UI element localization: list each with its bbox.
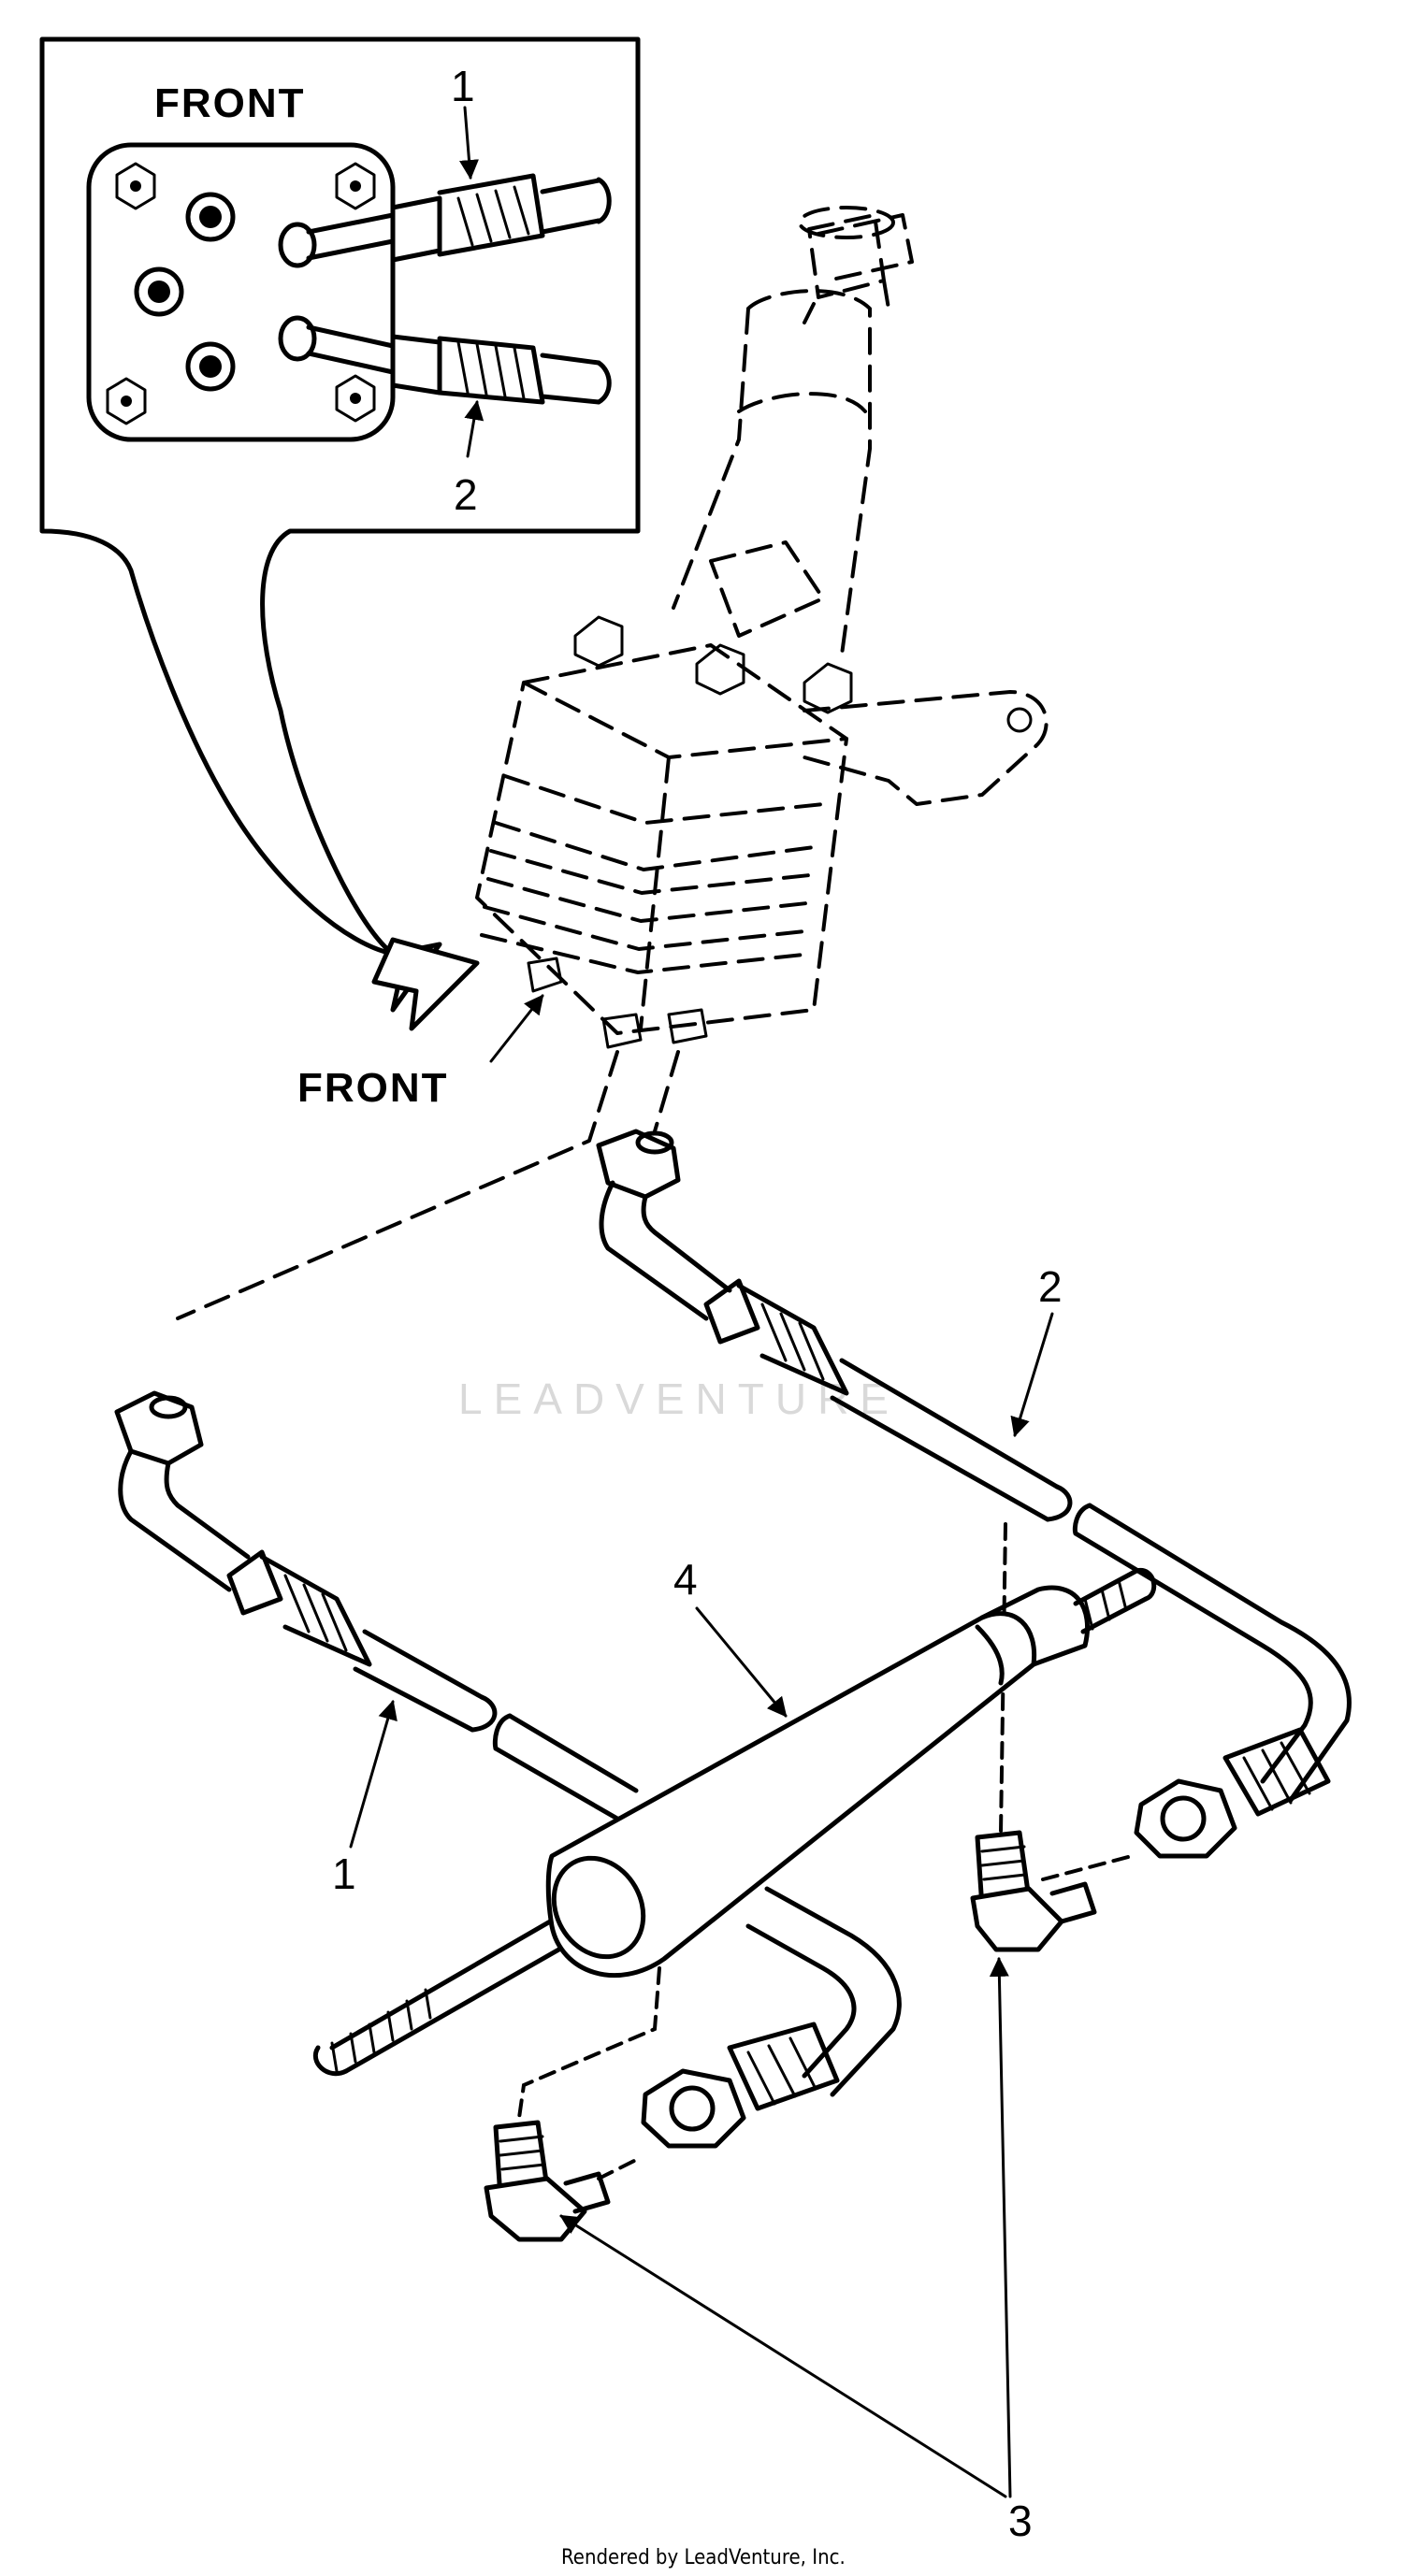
- steering-shaft: [803, 213, 890, 324]
- inset-front-label: FRONT: [154, 80, 306, 126]
- inset-mounting-plate: [86, 142, 396, 442]
- connector-dash-line2: [653, 1050, 680, 1133]
- front-leader: [489, 994, 544, 1063]
- elbow-fitting-left: [484, 1966, 661, 2242]
- leader-1: [349, 1699, 398, 1849]
- inset-corner-bolt-4: [335, 374, 376, 423]
- inset-hose-lower: [278, 315, 612, 405]
- callout-4: 4: [673, 1555, 698, 1604]
- inset-frame: [39, 36, 641, 957]
- hydraulic-line-1: [114, 1390, 902, 2097]
- inset-port-lower: [185, 341, 236, 392]
- inset-detail: FRONT 1 2: [39, 36, 641, 1031]
- leader-3a: [559, 2214, 1007, 2498]
- steering-valve: [475, 206, 1049, 1049]
- front-arrow-head: [371, 937, 480, 1031]
- line1-end-fitting: [641, 2022, 840, 2149]
- watermark: LEADVENTURE: [458, 1374, 900, 1423]
- leader-3b: [989, 1956, 1012, 2498]
- footer-credit: Rendered by LeadVenture, Inc.: [561, 2546, 846, 2569]
- steering-cylinder: [312, 1568, 1157, 2077]
- inset-port-left: [134, 266, 184, 317]
- inset-callout-2: 2: [454, 470, 478, 519]
- valve-bottom-fittings: [527, 957, 708, 1049]
- steering-column: [672, 289, 872, 656]
- line2-end-fitting: [1134, 1727, 1331, 1859]
- valve-top-bolts: [573, 615, 853, 714]
- elbow-fitting-right: [970, 1522, 1134, 1952]
- inset-hose-upper: [278, 173, 612, 268]
- callout-1: 1: [332, 1849, 356, 1898]
- hydraulic-line-2: [596, 1129, 1352, 1803]
- inset-leader-2: [464, 399, 485, 458]
- main-front-label: FRONT: [297, 1065, 449, 1111]
- leader-4: [695, 1606, 788, 1718]
- inset-corner-bolt-1: [115, 162, 156, 210]
- connector-dash-line1: [176, 1050, 619, 1320]
- callout-2: 2: [1038, 1262, 1063, 1311]
- inset-corner-bolt-2: [335, 162, 376, 210]
- inset-callout-1: 1: [451, 62, 475, 110]
- cylinder-barrel: [545, 1611, 1037, 1979]
- leader-2: [1010, 1312, 1054, 1438]
- callout-3: 3: [1008, 2497, 1033, 2545]
- line2-nut: [596, 1129, 681, 1200]
- inset-corner-bolt-3: [106, 377, 147, 425]
- inset-port-upper: [185, 192, 236, 242]
- mounting-bracket: [803, 690, 1049, 806]
- valve-body: [475, 643, 848, 1035]
- inset-leader-1: [459, 106, 479, 180]
- watermark-text: LEADVENTURE: [458, 1374, 900, 1423]
